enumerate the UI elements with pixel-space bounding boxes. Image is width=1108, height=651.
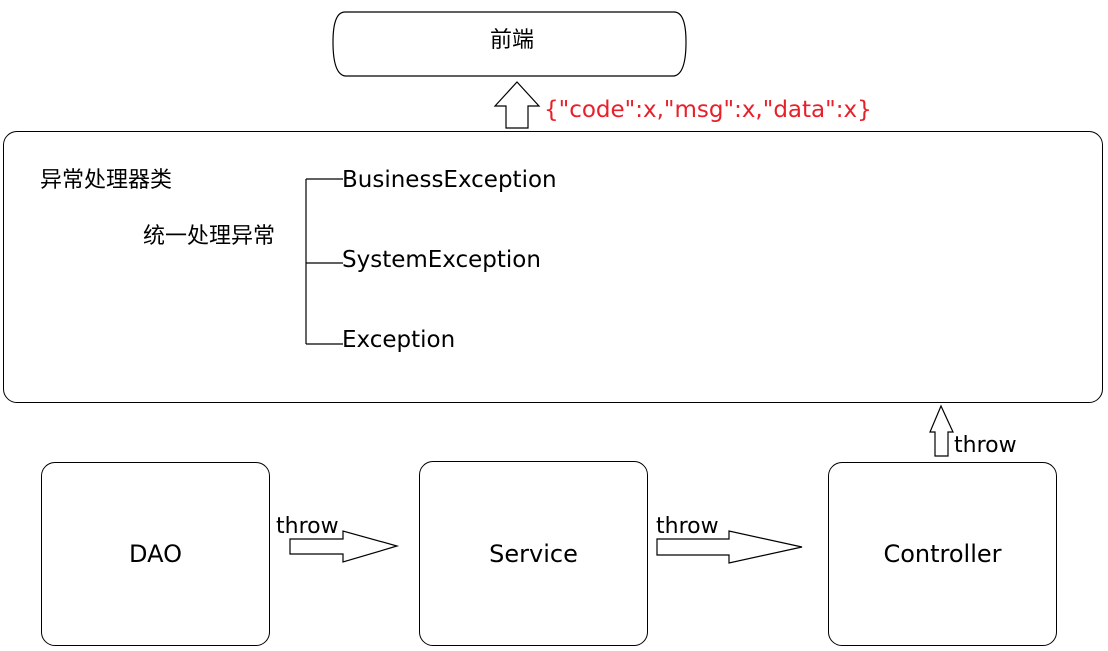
frontend-shape bbox=[332, 11, 687, 77]
up-arrow-to-frontend bbox=[493, 81, 541, 129]
handler-title: 异常处理器类 bbox=[40, 168, 173, 193]
exception-generic: Exception bbox=[342, 327, 456, 353]
frontend-label: 前端 bbox=[490, 28, 535, 53]
exception-bracket bbox=[305, 178, 343, 345]
exception-handler-box bbox=[3, 131, 1103, 403]
up-arrow-controller-to-handler bbox=[929, 404, 954, 457]
controller-box: Controller bbox=[828, 462, 1057, 646]
controller-label: Controller bbox=[883, 540, 1002, 568]
throw-label-dao-service: throw bbox=[276, 514, 339, 539]
arrow-service-to-controller bbox=[656, 530, 803, 564]
throw-label-controller-handler: throw bbox=[954, 433, 1017, 458]
response-format-text: {"code":x,"msg":x,"data":x} bbox=[544, 97, 872, 123]
arrow-dao-to-service bbox=[289, 530, 400, 563]
exception-system: SystemException bbox=[342, 247, 541, 273]
handler-subtitle: 统一处理异常 bbox=[143, 224, 276, 249]
throw-label-service-controller: throw bbox=[656, 514, 719, 539]
service-label: Service bbox=[489, 539, 578, 568]
dao-label: DAO bbox=[129, 540, 182, 568]
exception-business: BusinessException bbox=[342, 167, 557, 193]
service-box: Service bbox=[419, 461, 648, 646]
dao-box: DAO bbox=[41, 462, 270, 646]
